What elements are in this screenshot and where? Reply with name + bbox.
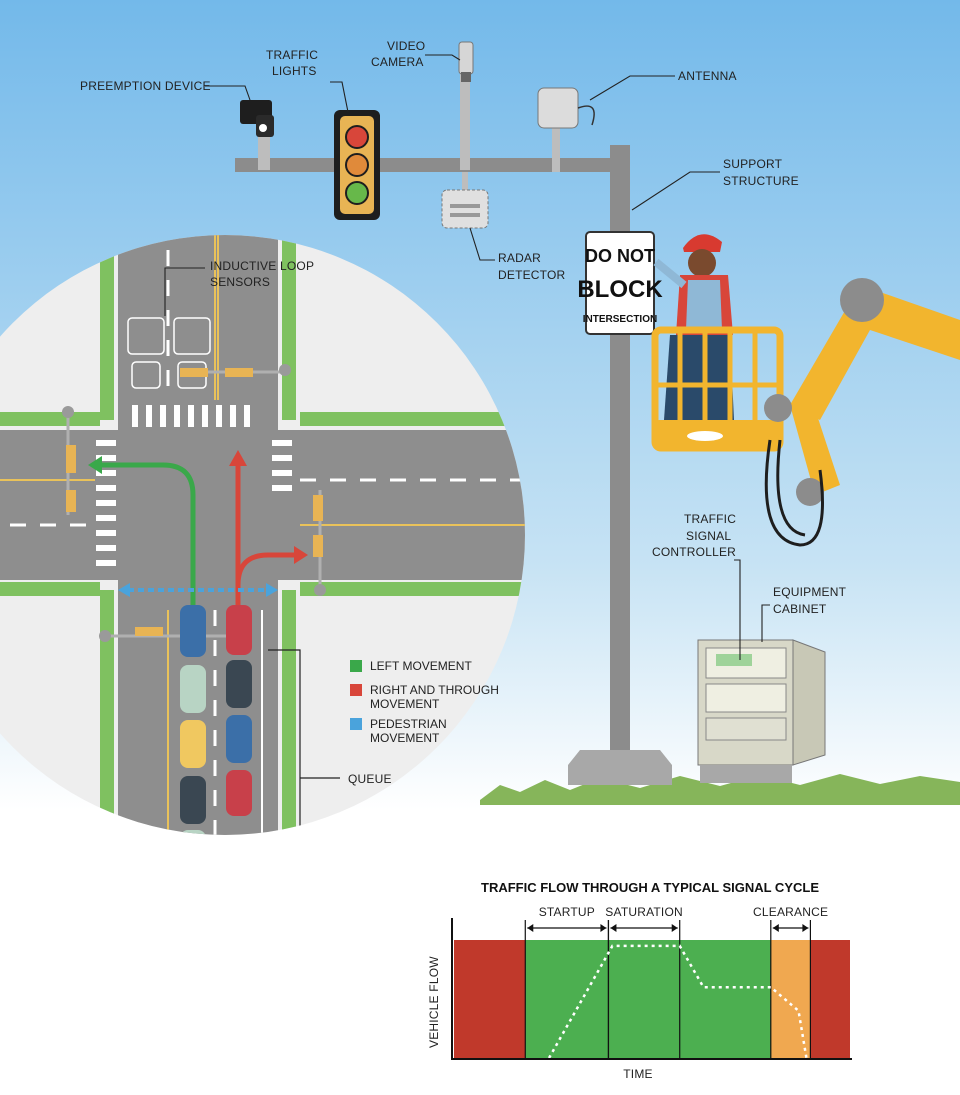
signal-mast-arm <box>235 158 628 172</box>
equipment-cabinet <box>697 639 826 783</box>
label-support-structure-2: STRUCTURE <box>723 174 799 188</box>
sign-line-1: DO NOT <box>585 246 655 266</box>
chart-ylabel: VEHICLE FLOW <box>427 956 441 1048</box>
label-signal-controller-1: TRAFFIC <box>684 512 736 526</box>
label-support-structure-1: SUPPORT <box>723 157 783 171</box>
callout-labels: PREEMPTION DEVICE TRAFFIC LIGHTS VIDEO C… <box>80 39 847 786</box>
radar-detector <box>441 172 489 229</box>
phase-interval-arrow-1-1 <box>600 924 607 932</box>
phase-interval-arrow-4-0 <box>772 924 779 932</box>
legend-right-through-1: RIGHT AND THROUGH <box>370 683 499 697</box>
flow-curve <box>547 944 808 1059</box>
phase-label-1: STARTUP <box>539 905 595 919</box>
leader-lines <box>164 54 770 660</box>
chart-title: TRAFFIC FLOW THROUGH A TYPICAL SIGNAL CY… <box>481 880 819 895</box>
signal-cycle-chart: TRAFFIC FLOW THROUGH A TYPICAL SIGNAL CY… <box>427 880 852 1081</box>
legend-swatch-left <box>350 660 362 672</box>
legend-right-through-2: MOVEMENT <box>370 697 440 711</box>
label-traffic-lights-2: LIGHTS <box>272 64 317 78</box>
sign-line-2: BLOCK <box>577 276 663 303</box>
label-signal-controller-3: CONTROLLER <box>652 545 736 559</box>
label-preemption-device: PREEMPTION DEVICE <box>80 79 211 93</box>
label-antenna: ANTENNA <box>678 69 737 83</box>
label-equipment-cabinet-2: CABINET <box>773 602 827 616</box>
sign-line-3: INTERSECTION <box>583 314 657 325</box>
right-movement-arrow <box>235 552 296 586</box>
boom-arm <box>764 278 960 547</box>
bucket-platform <box>651 326 784 452</box>
label-inductive-loop-2: SENSORS <box>210 275 270 289</box>
legend-swatch-pedestrian <box>350 718 362 730</box>
label-signal-controller-2: SIGNAL <box>686 529 731 543</box>
chart-xlabel: TIME <box>623 1067 652 1081</box>
video-camera <box>458 41 474 170</box>
label-radar-detector-2: DETECTOR <box>498 268 566 282</box>
phase-bar-1 <box>525 940 609 1058</box>
intersection-view <box>0 235 525 835</box>
do-not-block-sign: DO NOT BLOCK INTERSECTION <box>577 231 663 335</box>
legend-pedestrian-2: MOVEMENT <box>370 731 440 745</box>
antenna <box>537 87 595 172</box>
label-radar-detector-1: RADAR <box>498 251 541 265</box>
preemption-device <box>240 100 274 170</box>
movement-legend: LEFT MOVEMENT RIGHT AND THROUGH MOVEMENT… <box>350 659 499 745</box>
phase-interval-arrow-2-1 <box>671 924 678 932</box>
left-movement-arrow <box>100 462 196 610</box>
label-traffic-lights-1: TRAFFIC <box>266 48 318 62</box>
phase-interval-arrow-1-0 <box>527 924 534 932</box>
legend-left-movement: LEFT MOVEMENT <box>370 659 472 673</box>
legend-swatch-through <box>350 684 362 696</box>
phase-label-2: SATURATION <box>605 905 683 919</box>
label-queue: QUEUE <box>348 772 392 786</box>
phase-bar-5 <box>810 940 850 1058</box>
phase-bar-2 <box>608 940 680 1058</box>
phase-interval-arrow-2-0 <box>610 924 617 932</box>
phase-interval-arrow-4-1 <box>802 924 809 932</box>
queue-bracket <box>268 649 301 835</box>
phase-bar-3 <box>679 940 771 1058</box>
legend-pedestrian-1: PEDESTRIAN <box>370 717 447 731</box>
queue-cars-left-lane <box>180 605 206 835</box>
label-video-camera-2: CAMERA <box>371 55 424 69</box>
label-equipment-cabinet-1: EQUIPMENT <box>773 585 847 599</box>
phase-label-4: CLEARANCE <box>753 905 828 919</box>
label-inductive-loop-1: INDUCTIVE LOOP <box>210 259 314 273</box>
pole-base <box>568 750 672 785</box>
label-video-camera-1: VIDEO <box>387 39 425 53</box>
phase-bar-4 <box>770 940 811 1058</box>
traffic-light <box>334 110 380 220</box>
queue-cars-right-lane <box>226 605 252 816</box>
phase-bar-0 <box>454 940 526 1058</box>
